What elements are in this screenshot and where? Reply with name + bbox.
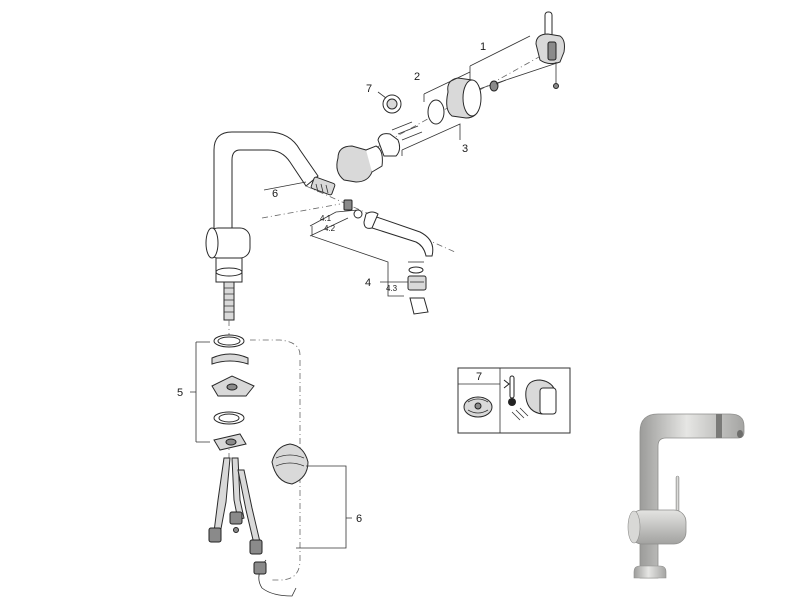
callout-4-1: 4.1: [320, 214, 332, 223]
thermometer-icon: [503, 375, 516, 406]
inset-label-7: 7: [476, 371, 482, 383]
callout-6-weight: 6: [356, 513, 362, 525]
detail-inset-box: 7: [457, 367, 571, 434]
mounting-set-part-5: [190, 334, 255, 451]
callout-1: 1: [480, 41, 486, 53]
supply-hoses: [208, 457, 263, 555]
callout-4: 4: [365, 277, 371, 289]
cap-part-7: [377, 91, 402, 114]
hose-connector-part-6-top: [263, 176, 336, 196]
callout-5: 5: [177, 387, 183, 399]
assembly-centerlines: [228, 51, 549, 581]
cartridge-sleeve-part-2: [423, 71, 507, 125]
callout-7: 7: [366, 83, 372, 95]
faucet-product-photo: [627, 413, 745, 579]
callout-4-3: 4.3: [386, 284, 398, 293]
cartridge-part-3: [336, 121, 461, 183]
callout-2: 2: [414, 71, 420, 83]
callout-4-2: 4.2: [324, 224, 336, 233]
faucet-body-drawing: [205, 131, 319, 321]
callout-3: 3: [462, 143, 468, 155]
callout-6-hose: 6: [272, 188, 278, 200]
handle-lever-part-1: [469, 11, 565, 93]
hose-weight-part-6: [253, 443, 352, 597]
spray-head-part-4: [309, 199, 434, 315]
